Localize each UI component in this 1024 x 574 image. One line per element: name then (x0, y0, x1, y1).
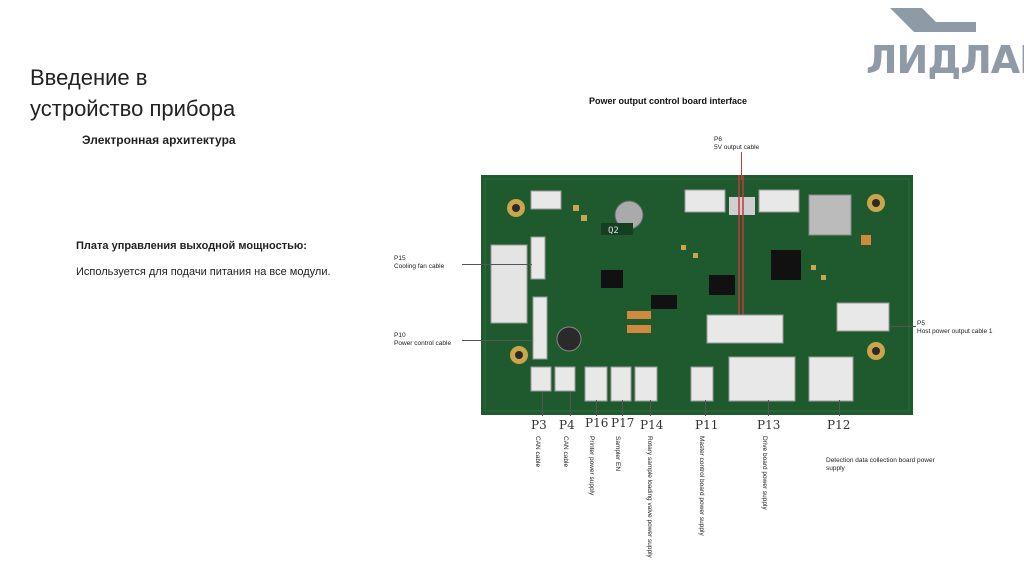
board-name: Плата управления выходной мощностью: (76, 240, 307, 252)
p14-pointer (650, 400, 651, 416)
pcb-board-image: Q2 (481, 175, 913, 415)
connector-p13-id: P13 (757, 418, 781, 432)
connector-p16-desc: Printer power supply (588, 436, 595, 496)
mounting-hole-icon (507, 194, 885, 364)
p5-pointer (890, 326, 916, 327)
q2-marking: Q2 (608, 226, 619, 236)
connector-p11-id: P11 (695, 418, 719, 432)
connector-p17-desc: Sampler EN (614, 436, 621, 472)
p15-id: P15 (394, 255, 406, 262)
company-logo: ЛИДЛАБ (860, 4, 1024, 82)
logo-mark-icon (890, 8, 976, 32)
p15-desc: Cooling fan cable (394, 263, 445, 270)
p10-desc: Power control cable (394, 340, 452, 347)
p16-pointer (596, 400, 597, 416)
connector-p3-desc: CAN cable (534, 436, 541, 468)
connector-p17-id: P17 (611, 416, 635, 430)
connector-p11-desc: Master control board power supply (698, 436, 705, 536)
connector-p14-desc: Rotary sample loading valve power supply (646, 436, 653, 558)
p6-pointer (741, 152, 742, 180)
p12-pointer (839, 400, 840, 416)
p12-desc: Detection data collection board power su… (826, 457, 935, 472)
connector-p13-desc: Drive board power supply (761, 436, 768, 510)
p3-pointer (542, 392, 543, 416)
connector-p16-id: P16 (585, 416, 609, 430)
p4-pointer (570, 392, 571, 416)
p5-id: P5 (917, 320, 925, 327)
connector-p3-id: P3 (531, 418, 547, 432)
p15-label: P15 Cooling fan cable (394, 255, 444, 271)
connector-p12-id: P12 (827, 418, 851, 432)
slide-title-line1: Введение в (30, 65, 148, 90)
p10-label: P10 Power control cable (394, 332, 451, 348)
p13-pointer (768, 400, 769, 416)
p6-id: P6 (714, 136, 722, 143)
slide-title-line2: устройство прибора (30, 96, 236, 121)
p5-desc: Host power output cable 1 (917, 328, 993, 335)
p6-desc: 5V output cable (714, 144, 760, 151)
p15-pointer (462, 264, 532, 265)
p11-pointer (705, 400, 706, 416)
p10-id: P10 (394, 332, 406, 339)
p5-label: P5 Host power output cable 1 (917, 320, 993, 336)
connector-p4-id: P4 (559, 418, 575, 432)
connector-p4-desc: CAN cable (562, 436, 569, 468)
board-description: Используется для подачи питания на все м… (76, 266, 331, 278)
p17-pointer (622, 400, 623, 416)
connector-p14-id: P14 (640, 418, 664, 432)
logo-text: ЛИДЛАБ (866, 38, 1024, 82)
slide-title: Введение в устройство прибора (30, 62, 330, 124)
p6-label: P6 5V output cable (714, 136, 759, 152)
diagram-title: Power output control board interface (589, 96, 748, 106)
p10-pointer (462, 340, 532, 341)
slide-subtitle: Электронная архитектура (82, 133, 236, 147)
